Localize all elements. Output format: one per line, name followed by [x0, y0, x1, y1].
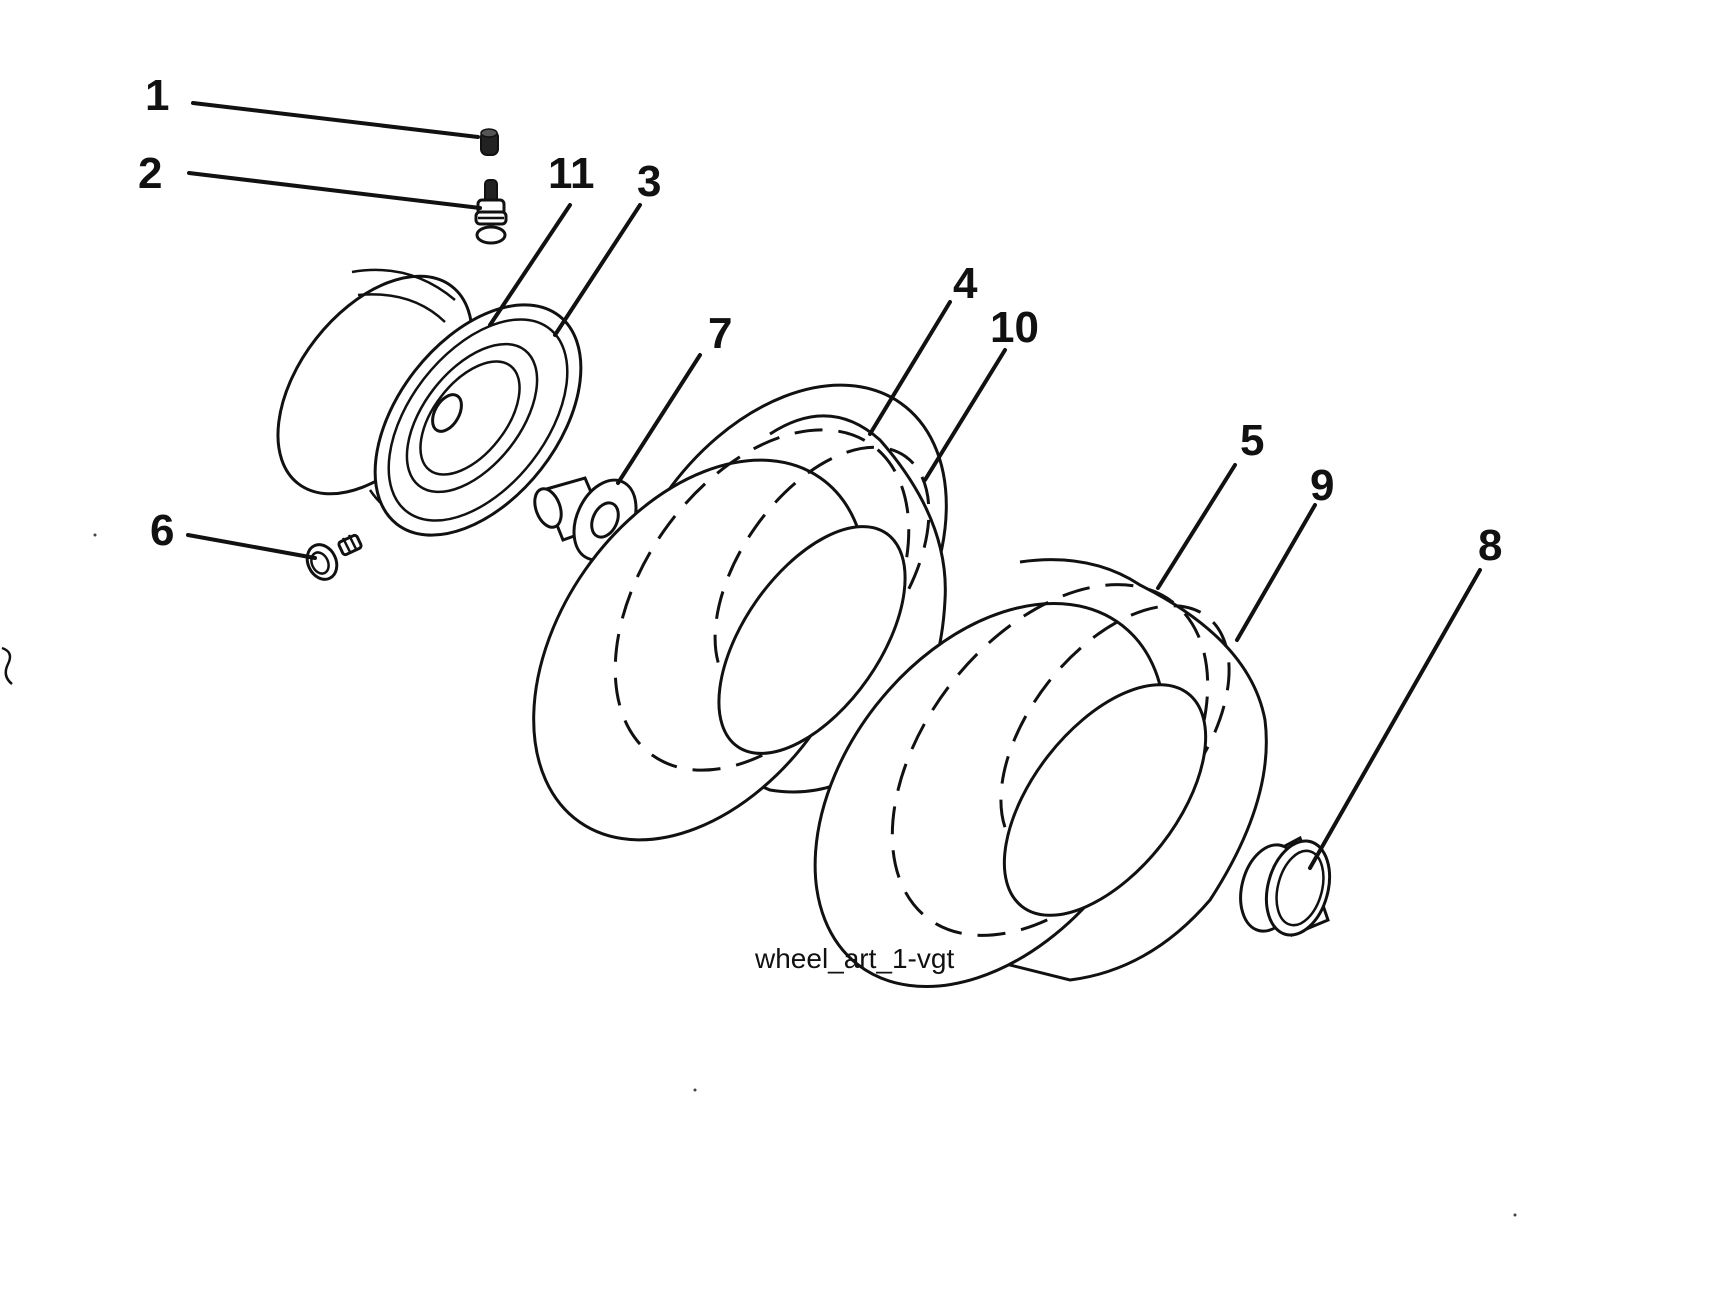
callout-9: 9 — [1310, 461, 1334, 510]
leader-10 — [923, 348, 1007, 482]
figure-caption: wheel_art_1-vgt — [754, 943, 954, 974]
callout-4: 4 — [953, 259, 978, 308]
callout-3: 3 — [637, 157, 661, 206]
wheel-rim — [276, 268, 583, 537]
callout-10: 10 — [990, 303, 1039, 352]
callout-8: 8 — [1478, 521, 1502, 570]
tire-upper — [532, 383, 948, 842]
leader-1 — [191, 101, 480, 139]
bolt — [305, 533, 363, 581]
leader-9 — [1235, 503, 1317, 642]
callout-labels: 1 2 11 3 4 10 7 6 5 9 8 — [138, 71, 1502, 570]
leader-3 — [553, 203, 642, 337]
leader-4 — [868, 300, 952, 436]
leader-2 — [187, 171, 482, 210]
leader-7 — [616, 353, 702, 485]
callout-7: 7 — [708, 309, 732, 358]
leader-5 — [1156, 463, 1237, 590]
hub-cap — [1239, 835, 1332, 938]
valve-cap — [480, 128, 499, 156]
scan-marks — [1, 533, 1517, 1217]
bushing — [533, 476, 638, 562]
leader-11 — [488, 203, 572, 327]
leader-lines — [186, 101, 1482, 870]
callout-2: 2 — [138, 149, 162, 198]
callout-11: 11 — [548, 149, 595, 198]
callout-6: 6 — [150, 506, 174, 555]
callout-1: 1 — [145, 71, 169, 120]
leader-8 — [1308, 568, 1482, 870]
callout-5: 5 — [1240, 416, 1264, 465]
valve-stem — [474, 179, 508, 245]
tire-lower — [813, 558, 1268, 989]
leader-6 — [186, 533, 317, 560]
